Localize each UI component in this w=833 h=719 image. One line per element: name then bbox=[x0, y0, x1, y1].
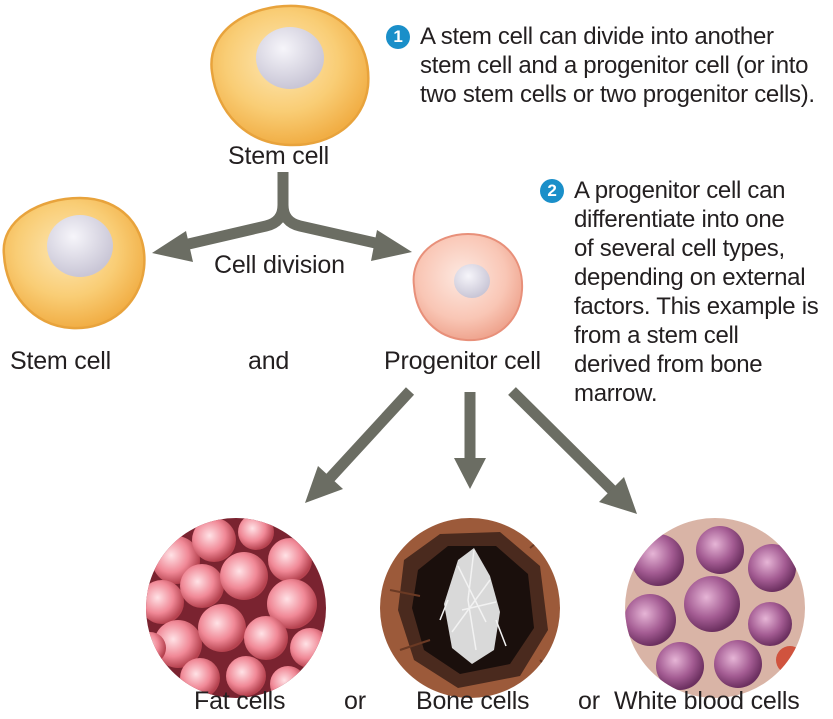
note-1-line: A stem cell can divide into another bbox=[420, 23, 774, 50]
or-label-2: or bbox=[578, 687, 600, 715]
note-2-line: depending on external bbox=[574, 264, 806, 291]
note-2-line: from a stem cell bbox=[574, 322, 739, 349]
note-2-line: derived from bone bbox=[574, 351, 763, 378]
bone-cells-label: Bone cells bbox=[416, 687, 530, 715]
stem-cell-top bbox=[210, 4, 370, 147]
arrowhead-bone bbox=[454, 458, 486, 489]
bone-cells-image bbox=[380, 518, 560, 698]
arrowhead-left bbox=[152, 231, 193, 262]
note-1-line: stem cell and a progenitor cell (or into bbox=[420, 52, 809, 79]
stem-cell-top-nucleus bbox=[256, 27, 324, 89]
fat-cells-image bbox=[146, 518, 326, 698]
note-1-line: two stem cells or two progenitor cells). bbox=[420, 81, 815, 108]
arrowhead-fat bbox=[305, 466, 343, 503]
note-2-badge: 2 bbox=[540, 179, 564, 203]
arrowhead-wbc bbox=[599, 477, 637, 514]
white-blood-cells-image bbox=[625, 518, 805, 698]
stem-cell-left-nucleus bbox=[47, 215, 113, 277]
cell-division-arrow bbox=[178, 172, 386, 252]
stem-cell-left-label: Stem cell bbox=[10, 347, 112, 375]
and-label: and bbox=[248, 347, 290, 375]
note-2-line: marrow. bbox=[574, 380, 658, 407]
fat-cells-label: Fat cells bbox=[194, 687, 286, 715]
progenitor-cell-label: Progenitor cell bbox=[384, 347, 541, 375]
or-label-1: or bbox=[344, 687, 366, 715]
note-1-badge: 1 bbox=[386, 25, 410, 49]
note-2-line: of several cell types, bbox=[574, 235, 785, 262]
note-2: 2 A progenitor cell can differentiate in… bbox=[540, 176, 830, 408]
progenitor-nucleus bbox=[454, 264, 490, 298]
progenitor-cell bbox=[412, 232, 524, 342]
note-2-line: A progenitor cell can bbox=[574, 177, 786, 204]
white-blood-cells-label: White blood cells bbox=[614, 687, 800, 715]
note-2-line: factors. This example is bbox=[574, 293, 819, 320]
stem-cell-left bbox=[2, 196, 146, 330]
cell-division-label: Cell division bbox=[214, 251, 345, 279]
note-2-line: differentiate into one bbox=[574, 206, 785, 233]
arrowhead-right bbox=[371, 230, 412, 261]
stem-cell-top-label: Stem cell bbox=[228, 142, 330, 170]
note-1: 1 A stem cell can divide into another st… bbox=[386, 22, 831, 109]
differentiation-arrows bbox=[325, 387, 616, 494]
